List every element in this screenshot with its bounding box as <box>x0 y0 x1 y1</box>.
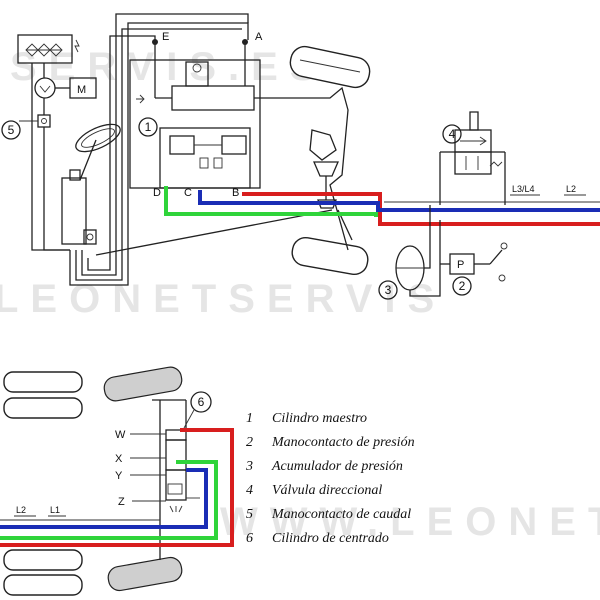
label-D: D <box>153 187 161 199</box>
legend-num-4: 4 <box>246 483 253 498</box>
pressure-accumulator <box>395 205 441 297</box>
steering-wheel-icon <box>75 123 121 181</box>
watermark-bottom: WWW.LEONET <box>220 500 600 544</box>
directional-valve <box>439 111 506 205</box>
label-L2-bottom: L2 <box>16 505 26 515</box>
steering-cylinder <box>61 169 97 245</box>
label-P: P <box>457 259 464 271</box>
callout-6-circle <box>190 391 212 413</box>
callout-2: 2 <box>459 279 466 293</box>
pipe-red-bottom <box>0 428 234 547</box>
flow-switch <box>19 114 51 128</box>
legend-text-2: Manocontacto de presión <box>271 435 415 450</box>
legend-text-4: Válvula direccional <box>272 483 382 498</box>
callout-1: 1 <box>145 120 152 134</box>
label-Y: Y <box>115 470 123 482</box>
label-C: C <box>184 187 192 199</box>
callout-5-circle <box>1 120 21 140</box>
watermark-middle: LEONETSERVIS <box>0 277 446 321</box>
watermark-top: SERVIS.ES <box>10 45 328 89</box>
label-B: B <box>232 187 239 199</box>
legend: 1 Cilindro maestro 2 Manocontacto de pre… <box>245 411 415 546</box>
callout-3-circle <box>378 280 398 300</box>
label-M: M <box>77 84 86 96</box>
legend-num-6: 6 <box>246 531 253 546</box>
master-cylinder <box>129 40 320 189</box>
callout-5: 5 <box>8 123 15 137</box>
legend-num-2: 2 <box>246 435 253 450</box>
label-L3L4: L3/L4 <box>512 184 535 194</box>
rear-tire-3 <box>3 549 83 571</box>
legend-num-5: 5 <box>246 507 253 522</box>
steer-tire-top <box>103 366 183 402</box>
callout-1-circle <box>138 117 158 137</box>
front-wheel-bottom <box>291 236 369 276</box>
pipe-green-bottom <box>0 460 218 540</box>
legend-num-3: 3 <box>245 459 253 474</box>
label-L2-top: L2 <box>566 184 576 194</box>
label-L1: L1 <box>50 505 60 515</box>
control-unit <box>17 34 80 64</box>
port-A-dot <box>242 39 248 45</box>
steer-tire-bottom <box>107 556 183 592</box>
pipe-blue-top <box>198 190 600 212</box>
pressure-switch: P <box>440 242 508 282</box>
label-E: E <box>162 31 169 43</box>
label-A: A <box>255 31 263 43</box>
callout-4: 4 <box>449 127 456 141</box>
label-Z: Z <box>118 496 125 508</box>
legend-num-1: 1 <box>246 411 253 426</box>
front-wheel-top <box>289 45 371 89</box>
rear-tire-2 <box>3 397 83 419</box>
motor-icon: M <box>34 77 97 99</box>
legend-text-6: Cilindro de centrado <box>272 531 389 546</box>
legend-text-3: Acumulador de presión <box>271 459 403 474</box>
legend-text-1: Cilindro maestro <box>272 411 367 426</box>
callout-2-circle <box>452 276 472 296</box>
rear-tire-1 <box>3 371 83 393</box>
legend-text-5: Manocontacto de caudal <box>271 507 411 522</box>
label-W: W <box>115 429 126 441</box>
callout-6: 6 <box>198 395 205 409</box>
callout-3: 3 <box>385 283 392 297</box>
pipe-blue-bottom <box>0 468 208 529</box>
label-X: X <box>115 453 123 465</box>
callout-4-circle <box>442 124 462 144</box>
port-E-dot <box>152 39 158 45</box>
rear-tire-4 <box>3 574 83 596</box>
pipe-green-top <box>164 186 378 217</box>
